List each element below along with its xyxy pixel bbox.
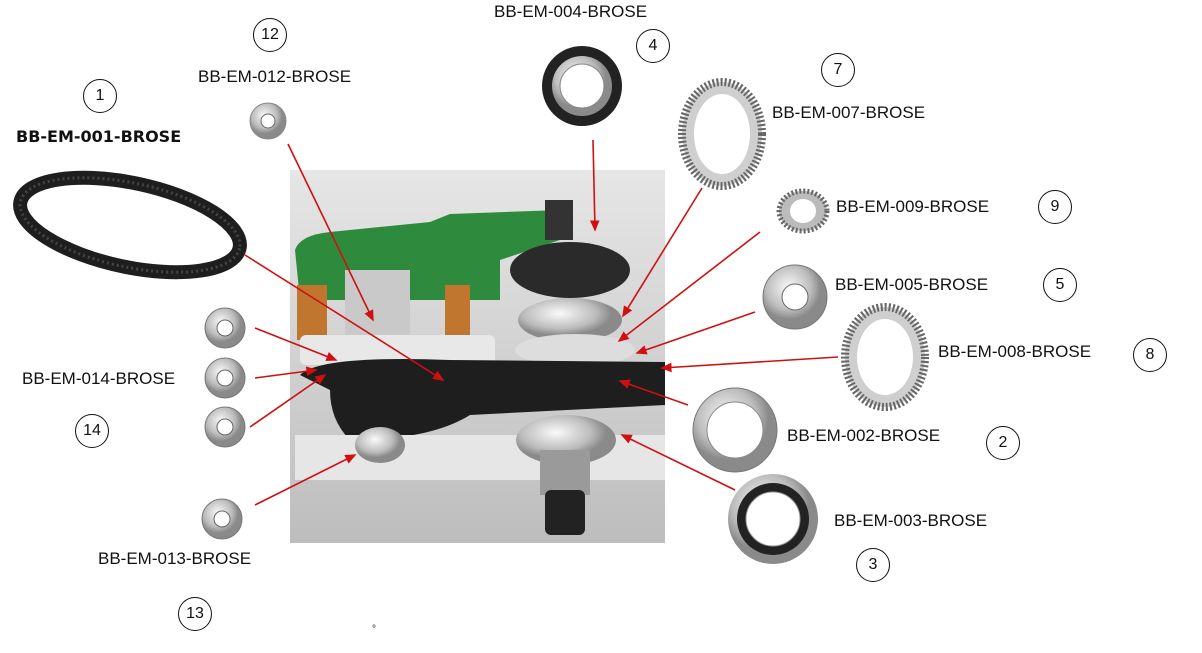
bearing-images xyxy=(201,46,929,564)
part-label-007: BB-EM-007-BROSE xyxy=(772,103,926,122)
part-label-003: BB-EM-003-BROSE xyxy=(834,511,988,530)
needle-bearing-009 xyxy=(776,188,830,234)
arrow-014-b xyxy=(254,366,318,379)
callout-number-2: 2 xyxy=(986,426,1020,460)
pointer-arrows xyxy=(244,139,839,506)
part-label-008: BB-EM-008-BROSE xyxy=(938,342,1092,361)
callout-number-12: 12 xyxy=(253,18,287,52)
part-label-014: BB-EM-014-BROSE xyxy=(22,369,176,388)
arrow-007 xyxy=(622,187,703,318)
belt-image xyxy=(13,170,247,280)
bearing-012 xyxy=(249,102,287,140)
part-label-002: BB-EM-002-BROSE xyxy=(787,426,941,445)
arrow-001 xyxy=(244,254,445,381)
part-label-004: BB-EM-004-BROSE xyxy=(494,2,648,21)
callout-number-8: 8 xyxy=(1133,338,1167,372)
arrow-004 xyxy=(589,139,600,232)
callout-number-7: 7 xyxy=(821,53,855,87)
needle-cage-008 xyxy=(841,303,929,411)
part-label-009: BB-EM-009-BROSE xyxy=(836,197,990,216)
motor-photo xyxy=(290,170,665,543)
bearing-002 xyxy=(692,387,778,473)
bearing-005 xyxy=(762,264,828,330)
arrow-003 xyxy=(620,434,736,491)
part-label-013: BB-EM-013-BROSE xyxy=(98,549,252,568)
callout-number-13: 13 xyxy=(178,597,212,631)
bearing-014-c xyxy=(204,406,246,448)
callout-number-3: 3 xyxy=(856,548,890,582)
callout-number-9: 9 xyxy=(1038,190,1072,224)
arrow-002 xyxy=(618,379,689,406)
arrow-009 xyxy=(617,231,761,342)
bearing-014-b xyxy=(204,357,246,399)
bearing-014-a xyxy=(204,307,246,349)
bearing-013 xyxy=(201,498,243,540)
arrow-012 xyxy=(287,143,374,322)
part-label-012: BB-EM-012-BROSE xyxy=(198,67,352,86)
arrow-014-a xyxy=(254,327,338,361)
callout-number-1: 1 xyxy=(83,79,117,113)
arrow-014-c xyxy=(249,374,327,428)
needle-cage-007 xyxy=(678,78,766,190)
callout-number-4: 4 xyxy=(636,29,670,63)
bearing-003 xyxy=(728,474,818,564)
callout-number-14: 14 xyxy=(75,414,109,448)
callout-number-5: 5 xyxy=(1043,268,1077,302)
stray-mark: ° xyxy=(372,624,376,635)
arrow-008 xyxy=(660,356,839,373)
arrow-005 xyxy=(635,311,756,355)
bearing-004 xyxy=(542,46,622,126)
arrow-013 xyxy=(254,454,357,506)
part-label-001: BB-EM-001-BROSE xyxy=(16,127,182,146)
part-label-005: BB-EM-005-BROSE xyxy=(835,275,989,294)
